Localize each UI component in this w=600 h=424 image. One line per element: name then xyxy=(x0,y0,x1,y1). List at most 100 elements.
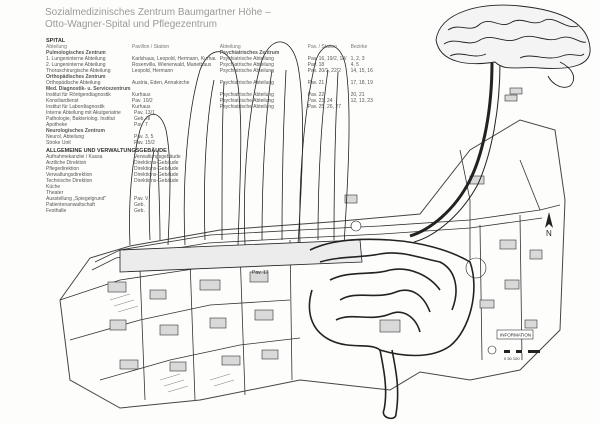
legend-building-name: Ärztliche Direktion xyxy=(46,160,87,166)
brain-drawing xyxy=(435,4,591,88)
legend-dept-pavilion: Leopold, Hermann xyxy=(131,68,174,74)
legend-dept-pavilion: Geb. III xyxy=(134,116,151,122)
legend-dept-name: Orthopädische Abteilung xyxy=(46,80,101,86)
col-abteilung2: Abteilung xyxy=(219,44,241,50)
landscape-texture xyxy=(109,293,235,393)
legend-building-name: Verwaltungsdirektion xyxy=(46,172,93,178)
legend-row: 1. Lungeninterne Abteilung Karlshaus, Leo… xyxy=(46,56,376,62)
legend-right-pav: Pav. 21 xyxy=(307,80,325,86)
legend-dept-pavilion: Pav. 10/2 xyxy=(131,98,153,104)
legend-right-bezirk: 20, 21 xyxy=(350,92,365,98)
legend-dept-name: 2. Lungeninterne Abteilung xyxy=(46,62,106,68)
map-title-line1: Sozialmedizinisches Zentrum Baumgartner … xyxy=(45,7,271,18)
legend-right-bezirk: 14, 15, 16 xyxy=(350,68,373,74)
legend-dept-name: 1. Lungeninterne Abteilung xyxy=(46,56,106,62)
legend-right-pav: Pav. 18 xyxy=(307,62,325,68)
legend-dept-pavilion: Pav. 3, 5 xyxy=(134,134,154,140)
legend-dept-name: Institut für Röntgendiagnostik xyxy=(46,92,111,98)
legend-building-location: Direktions-Gebäude xyxy=(134,166,179,172)
legend-right-name: Psychiatrische Abteilung xyxy=(219,92,274,98)
legend-right-pav: Pav. 22 xyxy=(307,92,325,98)
legend-right-group-title: Psychiatrisches Zentrum xyxy=(219,50,280,56)
legend-dept-pavilion: Karlshaus, Leopold, Hermann, Kurhaus xyxy=(131,56,216,62)
legend-row: Ausstellung „Spiegelgrund" Pav. V xyxy=(46,196,376,202)
legend-building-name: Ausstellung „Spiegelgrund" xyxy=(46,196,107,202)
buildings xyxy=(107,87,543,372)
legend-verwaltung-title: ALLGEMEINE UND VERWALTUNGSGEBÄUDE xyxy=(46,148,167,154)
compass-icon: N xyxy=(545,212,553,238)
legend-dept-name: Konsiliardienst xyxy=(46,98,79,104)
legend-right-bezirk: 12, 13, 23 xyxy=(350,98,373,104)
pavilion-label: Pav. 17 xyxy=(252,270,269,276)
legend-dept-name: Apotheke xyxy=(46,122,68,128)
legend-column-headers: Abteilung Pavillon / Station Abteilung P… xyxy=(46,44,376,50)
legend-building-location: Geb. xyxy=(134,208,145,214)
legend-dept-name: Institut für Labordiagnostik xyxy=(46,104,105,110)
legend-dept-pavilion: Pav. 7 xyxy=(134,122,148,128)
legend-dept-pavilion: Pav. 13/1 xyxy=(134,110,155,116)
legend-dept-name: Stroke Unit xyxy=(46,140,71,146)
intestine-drawing xyxy=(308,238,475,420)
legend-building-name: Pflegedirektion xyxy=(46,166,80,172)
legend-right-pav: Pav. 23, 24 xyxy=(307,98,333,104)
legend-row: Orthopädische Abteilung Austria, Eden, An… xyxy=(46,80,376,86)
info-label: INFORMATION xyxy=(500,333,531,338)
legend-group-row: Orthopädisches Zentrum xyxy=(46,74,376,80)
legend-group-row: Neurologisches Zentrum xyxy=(46,128,376,134)
legend-right-name: Psychiatrische Abteilung xyxy=(219,80,274,86)
info-box xyxy=(496,329,534,340)
legend-right-bezirk: 4, 5 xyxy=(350,62,359,68)
map-markers xyxy=(350,220,497,355)
legend-row: Aufnahmekanzlei / Kassa Verwaltungsgebäud… xyxy=(46,154,376,160)
legend-spital-title: SPITAL xyxy=(46,38,66,44)
col-bezirke: Bezirke xyxy=(350,44,368,50)
spinal-cord xyxy=(409,61,494,238)
legend-building-location: Direktions-Gebäude xyxy=(134,178,179,184)
legend-row: Theater xyxy=(46,190,376,196)
legend-dept-pavilion: Austria, Eden, Annakirche xyxy=(131,80,190,86)
legend-building-name: Theater xyxy=(46,190,64,196)
villi-drawing xyxy=(119,41,363,273)
legend-building-location: Direktions-Gebäude xyxy=(134,160,179,166)
legend-right-name: Psychiatrische Abteilung xyxy=(219,62,274,68)
legend-right-name: Psychiatrische Abteilung xyxy=(219,98,274,104)
legend-building-location: Geb. xyxy=(134,202,145,208)
legend-group-row: Med. Diagnostik- u. Servicezentrum xyxy=(46,86,376,92)
legend-dept-pavilion: Rosenvilla, Wienerwald, Mariethaus xyxy=(131,62,212,68)
col-abteilung: Abteilung xyxy=(46,44,67,50)
legend-row: Küche xyxy=(46,184,376,190)
legend-building-name: Küche xyxy=(46,184,61,190)
legend-row: Pflegedirektion Direktions-Gebäude xyxy=(46,166,376,172)
legend-row: Festhalle Geb. xyxy=(46,208,376,214)
legend-row: Neurol. Abteilung Pav. 3, 5 xyxy=(46,134,376,140)
legend-right-bezirk: 17, 18, 19 xyxy=(350,80,373,86)
legend-right-bezirk: 1, 2, 3 xyxy=(350,56,365,62)
legend-right-bezirk xyxy=(351,104,376,110)
legend-dept-pavilion: Kurhaus xyxy=(131,92,151,98)
map-title-line2: Otto-Wagner-Spital und Pflegezentrum xyxy=(45,19,217,30)
legend-dept-name: Pathologie, Bakteriolog. Institut xyxy=(46,116,115,122)
legend-building-location: Verwaltungsgebäude xyxy=(134,154,181,160)
legend-dept-name: Interne Abteilung mit Akutgeriatrie xyxy=(46,110,121,116)
svg-text:0 50 100: 0 50 100 xyxy=(504,356,520,361)
legend-row: Apotheke Pav. 7 xyxy=(46,122,376,128)
legend-right-name: Psychiatrische Abteilung xyxy=(219,104,274,110)
legend-group-title: Pulmologisches Zentrum xyxy=(46,50,106,56)
legend-dept-pavilion: Kurhaus xyxy=(131,104,151,110)
legend-dept-name: Neurol. Abteilung xyxy=(46,134,85,140)
legend-building-name: Festhalle xyxy=(46,208,67,214)
legend-row: Interne Abteilung mit Akutgeriatrie Pav. … xyxy=(46,110,376,116)
legend-building-location: Pav. V xyxy=(134,196,149,202)
legend-row: Konsiliardienst Pav. 10/2 Psychiatrische A… xyxy=(46,98,376,104)
legend-row: Pathologie, Bakteriolog. Institut Geb. II… xyxy=(46,116,376,122)
legend-building-name: Aufnahmekanzlei / Kassa xyxy=(46,154,103,160)
legend-right-name: Psychiatrische Abteilung xyxy=(219,56,274,62)
legend-row: Institut für Röntgendiagnostik Kurhaus Psy… xyxy=(46,92,376,98)
legend-group-title: Med. Diagnostik- u. Servicezentrum xyxy=(46,86,131,92)
